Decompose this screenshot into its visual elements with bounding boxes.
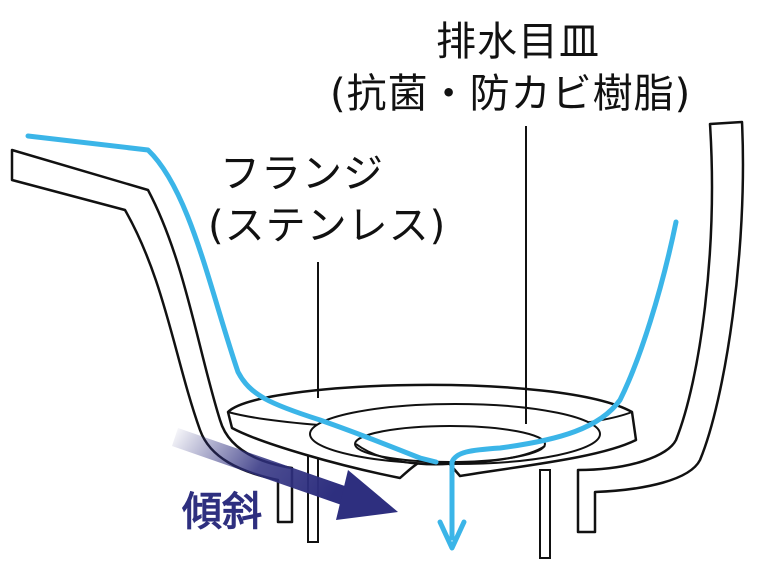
water-flow-left xyxy=(25,133,439,465)
water-flow-lines xyxy=(25,133,679,551)
flange-label: フランジ xyxy=(220,151,384,197)
flange-material-label: (ステンレス) xyxy=(208,203,447,249)
water-flow-arrowhead xyxy=(437,519,467,551)
tilt-arrow xyxy=(172,428,398,520)
drain-plate-material-label: (抗菌・防カビ樹脂) xyxy=(330,71,692,117)
right-basin-wall xyxy=(576,120,745,534)
drain-plate-label: 排水目皿 xyxy=(436,19,600,65)
tilt-label: 傾斜 xyxy=(182,489,262,535)
water-flow-right xyxy=(449,219,679,541)
left-basin-wall xyxy=(10,148,294,524)
